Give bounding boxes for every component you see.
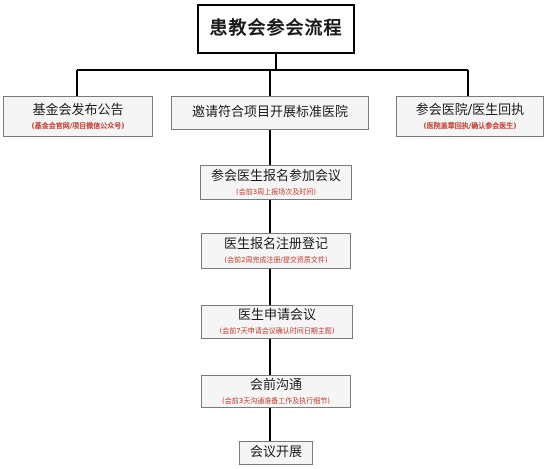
box-label: 会议开展 <box>249 445 302 460</box>
box-step-apply-meeting: 医生申请会议 (会前7天申请会议确认时间日期主题) <box>201 305 353 339</box>
box-label: 医生报名注册登记 <box>223 237 328 252</box>
box-foundation-announcement: 基金会发布公告 (基金会官网/项目微信公众号) <box>3 96 153 137</box>
box-label: 医生申请会议 <box>237 308 316 323</box>
box-label: 参会医生报名参加会议 <box>210 168 341 184</box>
box-note: (基金会官网/项目微信公众号) <box>31 121 125 130</box>
box-invite-hospitals: 邀请符合项目开展标准医院 <box>171 96 369 130</box>
box-step-registration: 医生报名注册登记 (会前2周完成注册/提交资质文件) <box>201 233 351 269</box>
box-label: 参会医院/医生回执 <box>415 102 525 118</box>
box-step-doctor-signup: 参会医生报名参加会议 (会前3周上报场次及时间) <box>200 165 352 200</box>
box-step-pre-communication: 会前沟通 (会前3天沟通准备工作及执行细节) <box>201 375 351 408</box>
box-label: 基金会发布公告 <box>32 102 124 118</box>
title-box: 患教会参会流程 <box>197 4 355 54</box>
box-hospital-reply: 参会医院/医生回执 (医院盖章回执/确认参会医生) <box>396 96 544 137</box>
box-label: 邀请符合项目开展标准医院 <box>191 105 348 120</box>
box-note: (会前3天沟通准备工作及执行细节) <box>222 396 330 405</box>
diagram-title: 患教会参会流程 <box>209 18 343 39</box>
box-step-meeting-held: 会议开展 <box>239 441 313 465</box>
box-note: (会前2周完成注册/提交资质文件) <box>224 256 328 264</box>
box-label: 会前沟通 <box>249 377 302 393</box>
box-note: (会前7天申请会议确认时间日期主题) <box>219 327 335 335</box>
box-note: (会前3周上报场次及时间) <box>236 187 316 196</box>
box-note: (医院盖章回执/确认参会医生) <box>423 121 517 130</box>
